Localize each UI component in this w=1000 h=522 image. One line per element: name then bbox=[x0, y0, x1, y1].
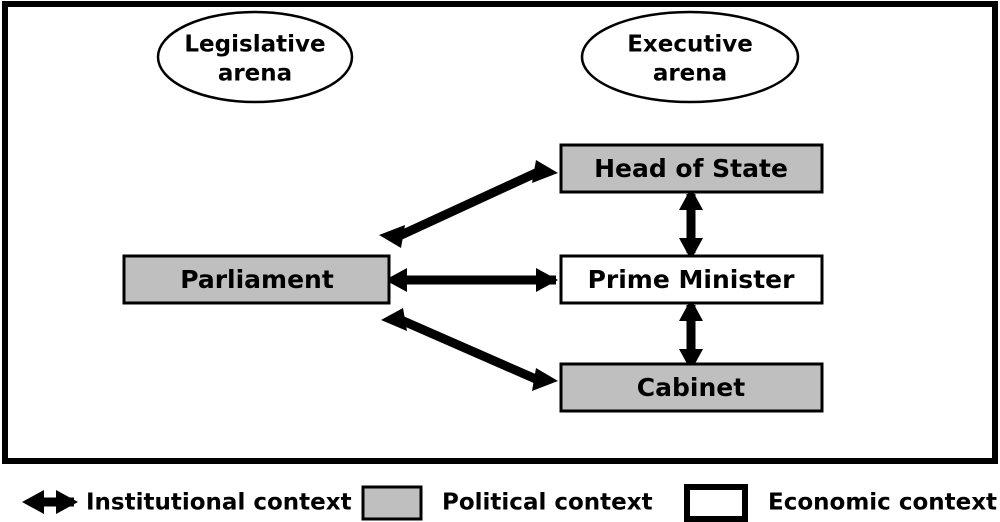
cabinet-label: Cabinet bbox=[637, 373, 745, 402]
connection-parliament-prime-minister bbox=[385, 268, 558, 292]
node-head-of-state[interactable]: Head of State bbox=[559, 143, 824, 194]
white-swatch-icon bbox=[684, 484, 748, 522]
legend-label-economic: Economic context bbox=[768, 490, 997, 516]
legislative-arena-label-line1: Legislative bbox=[184, 32, 325, 58]
node-parliament[interactable]: Parliament bbox=[122, 254, 391, 305]
executive-arena-label-line2: arena bbox=[653, 61, 727, 87]
connection-head-of-state-prime-minister bbox=[679, 188, 703, 260]
legend-item-political: Political context bbox=[361, 485, 653, 521]
gray-swatch-icon bbox=[361, 485, 423, 521]
connection-parliament-cabinet bbox=[381, 308, 558, 391]
parliament-label: Parliament bbox=[180, 265, 334, 294]
prime-minister-label: Prime Minister bbox=[588, 265, 796, 294]
legend-label-political: Political context bbox=[442, 490, 653, 516]
legend: Institutional context Political context … bbox=[22, 484, 997, 522]
head-of-state-box[interactable] bbox=[559, 143, 824, 194]
diagram-frame bbox=[2, 1, 998, 464]
node-prime-minister[interactable]: Prime Minister bbox=[559, 254, 824, 305]
executive-arena-label-line1: Executive bbox=[627, 32, 753, 58]
legend-item-institutional: Institutional context bbox=[22, 490, 352, 516]
arena-executive: Executive arena bbox=[580, 10, 800, 104]
legislative-arena-label-line2: arena bbox=[218, 61, 292, 87]
legislative-arena-ellipse bbox=[156, 10, 354, 104]
head-of-state-label: Head of State bbox=[594, 154, 788, 183]
legend-item-economic: Economic context bbox=[684, 484, 997, 522]
executive-arena-ellipse bbox=[580, 10, 800, 104]
cabinet-box[interactable] bbox=[559, 362, 824, 413]
double-arrow-icon bbox=[22, 490, 78, 514]
connection-parliament-head-of-state bbox=[379, 160, 558, 248]
connection-prime-minister-cabinet bbox=[679, 299, 703, 371]
prime-minister-box[interactable] bbox=[559, 254, 824, 305]
arena-legislative: Legislative arena bbox=[156, 10, 354, 104]
node-cabinet[interactable]: Cabinet bbox=[559, 362, 824, 413]
legend-label-institutional: Institutional context bbox=[86, 490, 352, 516]
parliament-box[interactable] bbox=[122, 254, 391, 305]
